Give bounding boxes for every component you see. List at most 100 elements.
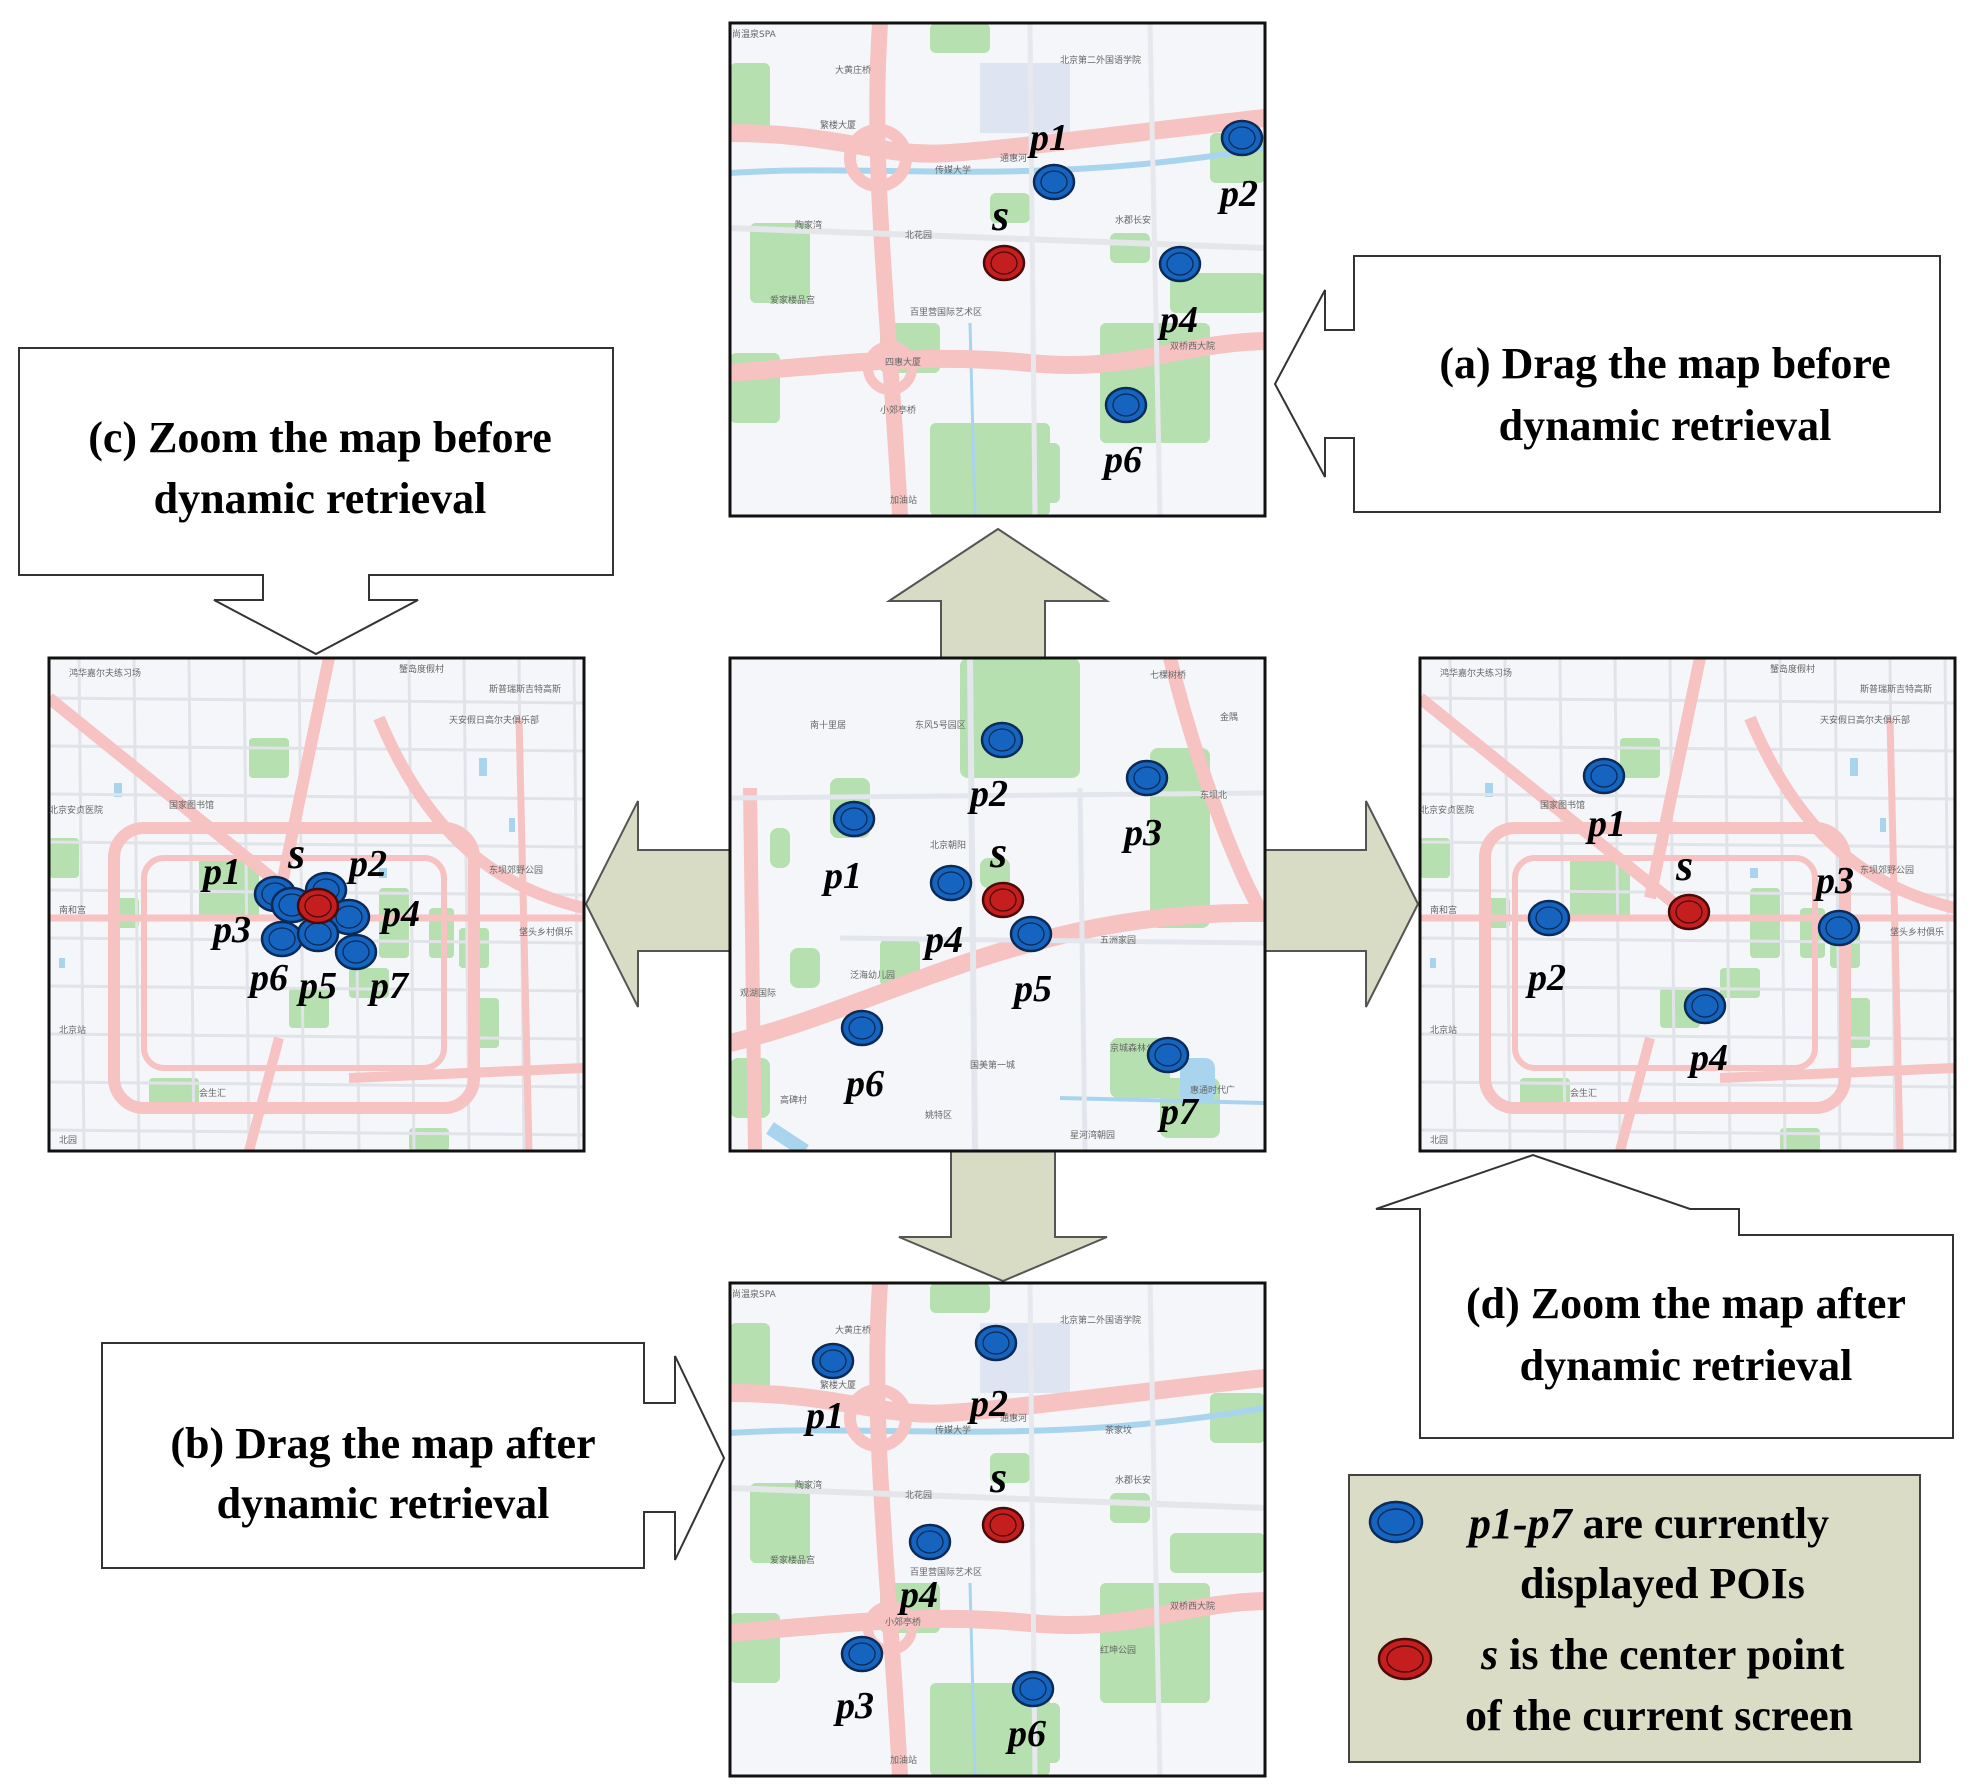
legend: p1-p7 are currently displayed POIs s is … [1348, 1474, 1921, 1763]
map-place-name: 南和宫 [1430, 904, 1457, 916]
map-place-name: 东坝郊野公园 [1860, 864, 1914, 876]
poi-label-p7: p7 [1157, 1091, 1200, 1133]
center-point-marker[interactable] [982, 244, 1026, 282]
poi-marker-p2[interactable] [1527, 899, 1571, 937]
legend-poi-line2: displayed POIs [1520, 1559, 1805, 1608]
map-place-name: 小郊亭桥 [880, 404, 916, 416]
poi-label-p6: p6 [247, 957, 288, 999]
map-panel-zoom-before[interactable]: 鸿华嘉尔夫练习场蟹岛度假村斯普瑞斯吉特高斯天安假日高尔夫俱乐部北京安贞医院国家图… [47, 656, 586, 1153]
poi-marker-p4[interactable] [908, 1523, 952, 1561]
poi-label-p1: p1 [1027, 117, 1068, 159]
caption-d-line1: (d) Zoom the map after [1466, 1279, 1906, 1328]
poi-label-p6: p6 [843, 1063, 884, 1105]
poi-marker-p3[interactable] [840, 1635, 884, 1673]
map-place-name: 北花园 [905, 1489, 932, 1501]
poi-marker-p1[interactable] [832, 800, 876, 838]
poi-marker-p6[interactable] [840, 1009, 884, 1047]
caption-a-line2: dynamic retrieval [1499, 401, 1832, 450]
map-panel-current[interactable]: 南十里居东风5号园区七棵树桥金隅北京朝阳东坝北泛海幼儿园五洲家园国美第一城京城森… [728, 656, 1267, 1153]
poi-label-p3: p3 [833, 1685, 874, 1727]
poi-marker-p6[interactable] [1011, 1670, 1055, 1708]
map-place-name: 垡头乡村俱乐 [519, 926, 573, 938]
poi-marker-p6[interactable] [260, 920, 304, 958]
poi-marker-p2[interactable] [974, 1324, 1018, 1362]
map-place-name: 爱家楼品宫 [770, 1554, 815, 1566]
map-place-name: 东坝北 [1200, 789, 1227, 801]
poi-marker-p1[interactable] [1032, 163, 1076, 201]
poi-marker-p7[interactable] [334, 933, 378, 971]
poi-marker-p6[interactable] [1104, 386, 1148, 424]
map-place-name: 蟹岛度假村 [399, 663, 444, 675]
poi-marker-p3[interactable] [1125, 759, 1169, 797]
center-point-marker[interactable] [981, 1506, 1025, 1544]
map-place-name: 五洲家园 [1100, 934, 1136, 946]
callout-c: (c) Zoom the map before dynamic retrieva… [18, 347, 614, 656]
map-panel-drag-after[interactable]: 尚温泉SPA大黄庄桥北京第二外国语学院繁楼大厦通惠河传媒大学茶家坟陶家湾北花园水… [728, 1281, 1267, 1778]
poi-label-p3: p3 [1813, 860, 1854, 902]
map-place-name: 星河湾朝园 [1070, 1129, 1115, 1141]
map-place-name: 观湖国际 [740, 988, 776, 999]
callout-a: (a) Drag the map before dynamic retrieva… [1273, 255, 1941, 513]
poi-marker-p5[interactable] [1009, 915, 1053, 953]
caption-d-line2: dynamic retrieval [1520, 1341, 1853, 1390]
poi-label-p6: p6 [1005, 1713, 1046, 1755]
callout-b: (b) Drag the map after dynamic retrieval [101, 1342, 726, 1569]
map-place-name: 姚特区 [925, 1109, 952, 1121]
map-place-name: 七棵树桥 [1150, 669, 1186, 681]
poi-label-p7: p7 [367, 965, 410, 1007]
poi-marker-p7[interactable] [1146, 1036, 1190, 1074]
caption-b-line2: dynamic retrieval [217, 1479, 550, 1528]
map-place-name: 惠通时代广 [1190, 1084, 1235, 1096]
map-place-name: 传媒大学 [935, 164, 971, 176]
map-place-name: 国家图书馆 [169, 799, 214, 811]
map-place-name: 北花园 [905, 229, 932, 241]
map-place-name: 尚温泉SPA [732, 1288, 777, 1300]
map-place-name: 加油站 [890, 494, 917, 506]
map-place-name: 百里营国际艺术区 [910, 306, 982, 318]
center-point-marker[interactable] [1667, 893, 1711, 931]
caption-b-line1: (b) Drag the map after [170, 1419, 595, 1468]
map-place-name: 爱家楼品宫 [770, 294, 815, 306]
arrow-down [898, 1150, 1108, 1283]
poi-label-p2: p2 [346, 843, 387, 885]
poi-marker-p2[interactable] [980, 721, 1024, 759]
arrow-right [1264, 800, 1420, 1008]
map-place-name: 斯普瑞斯吉特高斯 [489, 683, 561, 695]
map-place-name: 会生汇 [1570, 1087, 1597, 1099]
map-place-name: 北京第二外国语学院 [1060, 54, 1141, 66]
map-place-name: 会生汇 [199, 1087, 226, 1099]
poi-label-p1: p1 [200, 851, 241, 893]
poi-marker-p3[interactable] [1817, 909, 1861, 947]
poi-marker-p2[interactable] [1220, 119, 1264, 157]
legend-center-line2: of the current screen [1465, 1691, 1853, 1740]
poi-label-p1: p1 [803, 1395, 844, 1437]
poi-label-p5: p5 [1011, 968, 1052, 1010]
map-place-name: 国美第一城 [970, 1059, 1015, 1071]
poi-marker-p1[interactable] [1582, 757, 1626, 795]
poi-label-p4: p4 [1687, 1037, 1728, 1079]
map-place-name: 金隅 [1220, 711, 1238, 723]
map-panel-drag-before[interactable]: 尚温泉SPA大黄庄桥北京第二外国语学院繁楼大厦通惠河传媒大学陶家湾北花园水郡长安… [728, 21, 1267, 518]
map-place-name: 北京朝阳 [930, 839, 966, 851]
poi-marker-p4[interactable] [1158, 245, 1202, 283]
map-place-name: 通惠河 [1000, 152, 1027, 164]
map-place-name: 东坝郊野公园 [489, 864, 543, 876]
map-panel-zoom-after[interactable]: 鸿华嘉尔夫练习场蟹岛度假村斯普瑞斯吉特高斯天安假日高尔夫俱乐部北京安贞医院国家图… [1418, 656, 1957, 1153]
poi-label-p5: p5 [296, 965, 337, 1007]
poi-marker-p4[interactable] [929, 864, 973, 902]
map-place-name: 北京安贞医院 [49, 804, 103, 816]
center-point-marker[interactable] [981, 881, 1025, 919]
map-place-name: 四惠大厦 [885, 356, 921, 368]
poi-label-p4: p4 [897, 1574, 938, 1616]
center-point-label: s [287, 829, 305, 878]
map-place-name: 南十里居 [810, 719, 846, 731]
poi-label-p4: p4 [922, 919, 963, 961]
poi-marker-p4[interactable] [1683, 987, 1727, 1025]
map-place-name: 东风5号园区 [915, 719, 966, 731]
poi-label-p1: p1 [1585, 803, 1626, 845]
poi-marker-p1[interactable] [811, 1342, 855, 1380]
center-point-label: s [989, 828, 1007, 877]
legend-center-icon [1377, 1637, 1433, 1681]
legend-poi-icon [1368, 1500, 1424, 1544]
center-point-marker[interactable] [296, 887, 340, 925]
